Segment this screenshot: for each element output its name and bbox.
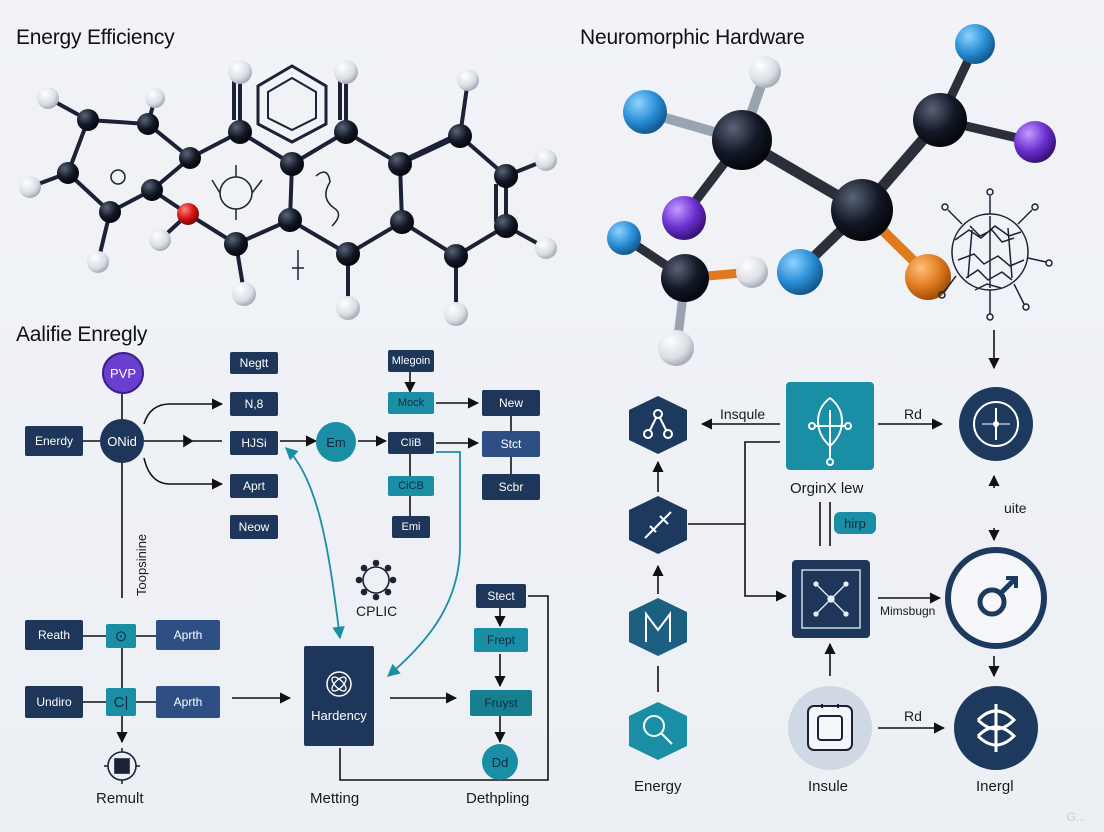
node-neow[interactable]: Neow <box>230 515 278 539</box>
label-inergl: Inergl <box>976 778 1014 795</box>
heading-neuromorphic-hardware: Neuromorphic Hardware <box>580 26 805 49</box>
compass-circle-icon <box>959 387 1033 461</box>
cplic-icon <box>355 559 397 601</box>
node-emi[interactable]: Emi <box>392 516 430 538</box>
hexagon-network <box>629 396 687 454</box>
male-symbol-circle-icon <box>945 547 1047 649</box>
node-reath[interactable]: Reath <box>25 620 83 650</box>
node-negt[interactable]: Negtt <box>230 352 278 374</box>
node-n8[interactable]: N,8 <box>230 392 278 416</box>
knot-circle-icon <box>954 686 1038 770</box>
label-rd-bottom: Rd <box>904 708 922 724</box>
node-frept[interactable]: Frept <box>474 628 528 652</box>
label-metting: Metting <box>310 790 360 807</box>
node-aprt-small[interactable]: Aprt <box>230 474 278 498</box>
node-dd[interactable]: Dd <box>482 744 518 780</box>
label-insule: Insule <box>808 778 849 795</box>
hexagon-neuron <box>629 598 687 656</box>
label-topsinine: Toopsinine <box>134 533 149 596</box>
label-uite: uite <box>1004 500 1027 516</box>
label-originx: OrginX lew <box>790 480 864 497</box>
node-stct[interactable]: Stct <box>482 431 540 457</box>
label-cplic: CPLIC <box>356 603 398 619</box>
heading-energy-efficiency: Energy Efficiency <box>16 26 175 49</box>
node-em[interactable]: Em <box>316 422 356 462</box>
insule-panel-icon <box>788 686 872 770</box>
molecule-left <box>29 64 547 312</box>
label-remult: Remult <box>96 790 144 807</box>
label-mimsbugn: Mimsbugn <box>880 604 936 618</box>
left-flow-connectors <box>82 371 549 781</box>
node-cib[interactable]: CIiB <box>388 432 434 454</box>
right-flow-hexagons <box>629 396 687 760</box>
heading-alafe-energy: Aalifie Enregly <box>16 323 148 346</box>
neural-chip-panel-icon <box>792 560 870 638</box>
teal-connectors <box>285 447 461 677</box>
node-undiro[interactable]: Undiro <box>25 686 83 718</box>
right-flow-hexagon-glyphs <box>643 409 673 745</box>
label-insqule: Insqule <box>720 406 766 422</box>
node-energy[interactable]: Enerdy <box>25 426 83 456</box>
node-new[interactable]: New <box>482 390 540 416</box>
node-scbr[interactable]: Scbr <box>482 474 540 500</box>
chip-icon <box>104 748 140 784</box>
molecule-left-atoms <box>19 60 557 326</box>
node-hardency[interactable]: Hardency <box>304 646 374 746</box>
node-onid[interactable]: ONid <box>100 419 144 463</box>
label-rd-top: Rd <box>904 406 922 422</box>
label-energy: Energy <box>634 778 682 795</box>
molecule-right <box>607 24 1056 366</box>
right-flow-connectors <box>652 330 1000 734</box>
node-gear[interactable]: ⊙ <box>106 624 136 648</box>
node-mock[interactable]: Mock <box>388 392 434 414</box>
hexagon-search <box>629 702 687 760</box>
node-cib2[interactable]: CiCB <box>388 476 434 496</box>
node-stect[interactable]: Stect <box>476 584 526 608</box>
node-mlegoin[interactable]: Mlegoin <box>388 350 434 372</box>
originx-panel-icon <box>786 382 874 470</box>
label-dethpling: Dethpling <box>466 790 530 807</box>
node-fruyst[interactable]: Fruyst <box>470 690 532 716</box>
node-cl[interactable]: C| <box>106 688 136 716</box>
node-pvp[interactable]: PVP <box>102 352 144 394</box>
brain-network-icon <box>938 188 1053 321</box>
node-hsi[interactable]: HJSi <box>230 431 278 455</box>
node-aprth-1[interactable]: Aprth <box>156 620 220 650</box>
badge-hirp[interactable]: hirp <box>834 512 876 534</box>
node-aprth-2[interactable]: Aprth <box>156 686 220 718</box>
watermark: G... <box>1066 810 1086 824</box>
hardency-label: Hardency <box>311 707 367 723</box>
atom-icon <box>326 670 352 697</box>
